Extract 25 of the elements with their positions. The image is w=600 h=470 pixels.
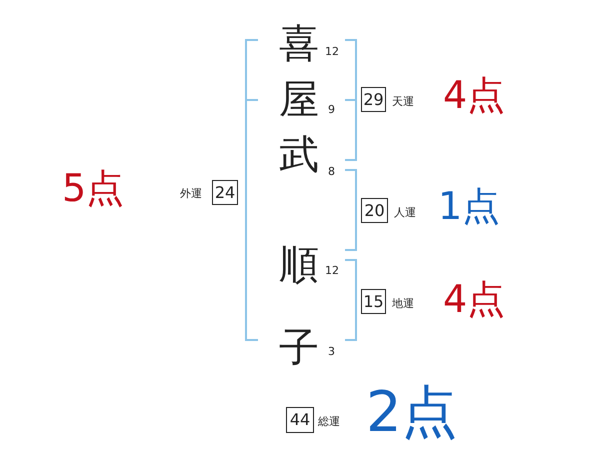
stroke-count: 8 — [328, 166, 335, 177]
stroke-count: 9 — [328, 104, 335, 115]
total-box: 24 — [212, 180, 238, 205]
total-box: 15 — [361, 289, 386, 314]
points-text: 5点 — [62, 169, 124, 207]
stroke-count: 12 — [325, 265, 339, 276]
points-text: 4点 — [443, 280, 506, 318]
points-text: 1点 — [438, 187, 500, 225]
total-box: 20 — [361, 198, 388, 223]
fortune-name: 外運 — [180, 188, 202, 199]
total-box: 29 — [361, 87, 386, 112]
name-character: 武 — [279, 135, 319, 175]
stroke-count: 3 — [328, 346, 335, 357]
fortune-name: 人運 — [394, 207, 416, 218]
name-character: 喜 — [279, 24, 319, 64]
points-text: 4点 — [443, 76, 506, 114]
fortune-name: 総運 — [318, 416, 340, 427]
fortune-name: 天運 — [392, 96, 414, 107]
total-box: 44 — [286, 407, 314, 433]
stroke-count: 12 — [325, 46, 339, 57]
fortune-name: 地運 — [392, 298, 414, 309]
points-text: 2点 — [366, 385, 458, 441]
name-character: 子 — [279, 328, 319, 368]
name-character: 順 — [279, 245, 319, 285]
name-character: 屋 — [279, 80, 319, 120]
